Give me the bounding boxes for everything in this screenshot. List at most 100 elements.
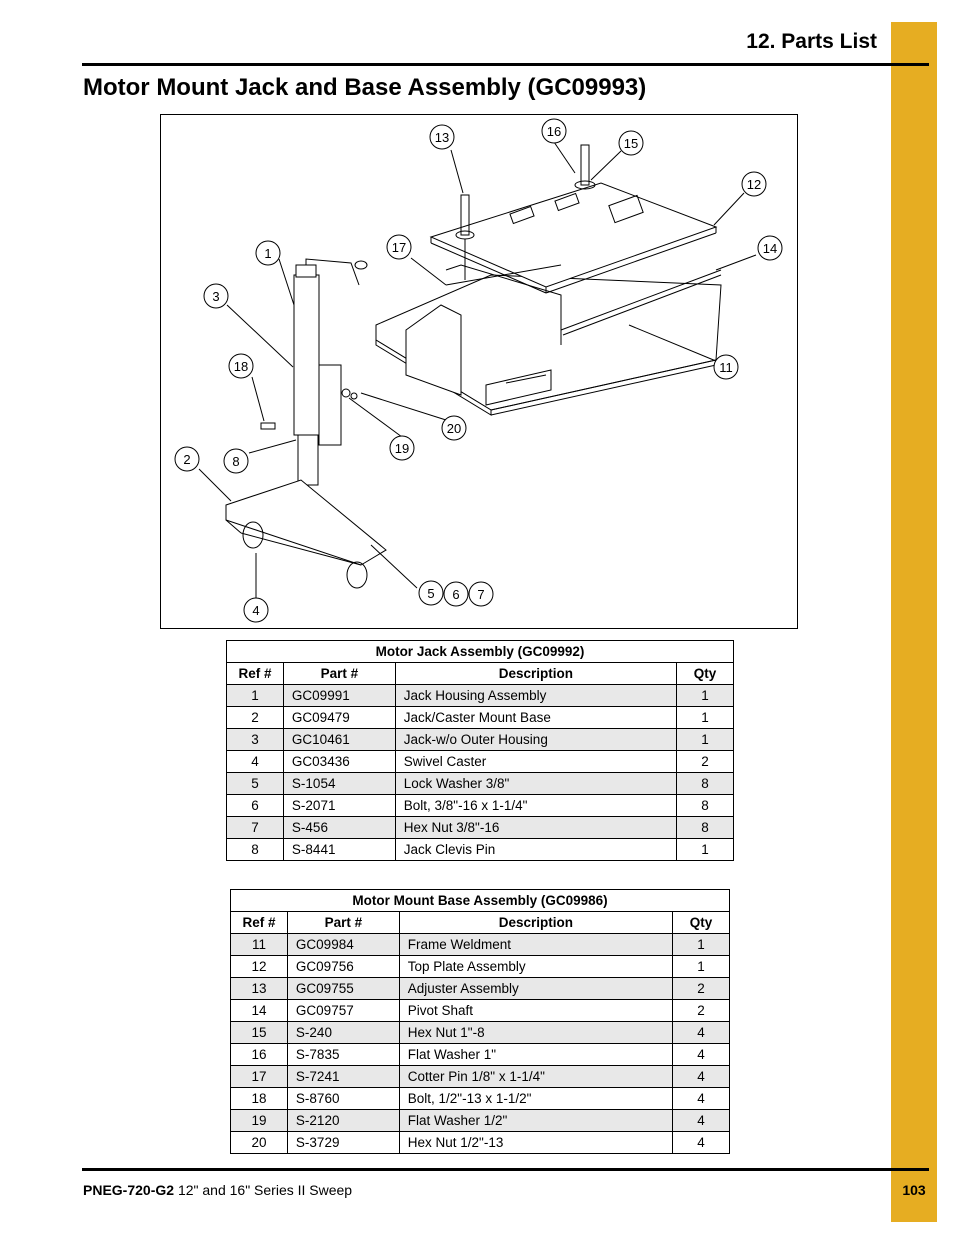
callout-label: 12 — [747, 177, 761, 192]
description-cell: Hex Nut 1"-8 — [398, 1021, 674, 1044]
part-number-cell: S-3729 — [286, 1131, 400, 1154]
column-header: Ref # — [230, 911, 288, 934]
motor-jack-parts-table: Motor Jack Assembly (GC09992) Ref # Part… — [226, 640, 734, 861]
callout-label: 16 — [547, 124, 561, 139]
description-cell: Flat Washer 1/2" — [398, 1109, 674, 1132]
ref-cell: 18 — [230, 1087, 288, 1110]
callout-label: 8 — [232, 454, 239, 469]
ref-cell: 3 — [226, 728, 284, 751]
section-color-bar — [891, 22, 937, 1222]
header-rule — [82, 63, 929, 66]
description-cell: Hex Nut 3/8"-16 — [394, 816, 678, 839]
column-header: Part # — [282, 662, 396, 685]
column-header: Ref # — [226, 662, 284, 685]
footer-text: PNEG-720-G2 12" and 16" Series II Sweep — [83, 1182, 352, 1198]
description-cell: Flat Washer 1" — [398, 1043, 674, 1066]
callout-label: 5 — [427, 586, 434, 601]
part-number-cell: GC09984 — [286, 933, 400, 956]
qty-cell: 4 — [672, 1065, 730, 1088]
description-cell: Jack-w/o Outer Housing — [394, 728, 678, 751]
part-number-cell: GC09991 — [282, 684, 396, 707]
callout-label: 6 — [452, 587, 459, 602]
qty-cell: 4 — [672, 1043, 730, 1066]
qty-cell: 2 — [672, 977, 730, 1000]
callout-label: 2 — [183, 452, 190, 467]
column-header: Qty — [676, 662, 734, 685]
ref-cell: 6 — [226, 794, 284, 817]
qty-cell: 1 — [672, 955, 730, 978]
qty-cell: 4 — [672, 1109, 730, 1132]
part-number-cell: S-456 — [282, 816, 396, 839]
callout-label: 3 — [212, 289, 219, 304]
part-number-cell: GC09757 — [286, 999, 400, 1022]
callout-label: 11 — [719, 360, 733, 375]
table-caption: Motor Jack Assembly (GC09992) — [226, 640, 734, 663]
qty-cell: 1 — [676, 838, 734, 861]
ref-cell: 2 — [226, 706, 284, 729]
ref-cell: 8 — [226, 838, 284, 861]
callout-label: 20 — [447, 421, 461, 436]
description-cell: Pivot Shaft — [398, 999, 674, 1022]
page-number: 103 — [902, 1182, 926, 1198]
callout-label: 15 — [624, 136, 638, 151]
column-header: Description — [398, 911, 674, 934]
document-title: 12" and 16" Series II Sweep — [177, 1182, 353, 1198]
ref-cell: 5 — [226, 772, 284, 795]
qty-cell: 1 — [676, 684, 734, 707]
description-cell: Lock Washer 3/8" — [394, 772, 678, 795]
ref-cell: 1 — [226, 684, 284, 707]
callout-label: 17 — [392, 240, 406, 255]
description-cell: Adjuster Assembly — [398, 977, 674, 1000]
part-number-cell: GC03436 — [282, 750, 396, 773]
part-number-cell: S-8760 — [286, 1087, 400, 1110]
ref-cell: 4 — [226, 750, 284, 773]
part-number-cell: S-2120 — [286, 1109, 400, 1132]
qty-cell: 1 — [676, 706, 734, 729]
qty-cell: 8 — [676, 794, 734, 817]
part-number-cell: GC09756 — [286, 955, 400, 978]
part-number-cell: S-240 — [286, 1021, 400, 1044]
column-header: Part # — [286, 911, 400, 934]
ref-cell: 17 — [230, 1065, 288, 1088]
callout-label: 18 — [234, 359, 248, 374]
part-number-cell: S-2071 — [282, 794, 396, 817]
section-heading: 12. Parts List — [746, 30, 877, 53]
column-header: Description — [394, 662, 678, 685]
callout-bubbles — [174, 118, 783, 623]
description-cell: Jack/Caster Mount Base — [394, 706, 678, 729]
assembly-drawing: 13 16 15 12 1 17 14 3 18 11 20 19 2 8 5 … — [174, 118, 783, 623]
ref-cell: 16 — [230, 1043, 288, 1066]
part-number-cell: S-1054 — [282, 772, 396, 795]
description-cell: Top Plate Assembly — [398, 955, 674, 978]
ref-cell: 14 — [230, 999, 288, 1022]
page-title: Motor Mount Jack and Base Assembly (GC09… — [83, 74, 647, 101]
callout-label: 19 — [395, 441, 409, 456]
qty-cell: 4 — [672, 1131, 730, 1154]
qty-cell: 4 — [672, 1021, 730, 1044]
qty-cell: 1 — [672, 933, 730, 956]
part-number-cell: S-7835 — [286, 1043, 400, 1066]
description-cell: Hex Nut 1/2"-13 — [398, 1131, 674, 1154]
description-cell: Jack Clevis Pin — [394, 838, 678, 861]
ref-cell: 12 — [230, 955, 288, 978]
column-header: Qty — [672, 911, 730, 934]
description-cell: Bolt, 1/2"-13 x 1-1/2" — [398, 1087, 674, 1110]
qty-cell: 8 — [676, 772, 734, 795]
footer-rule — [82, 1168, 929, 1171]
ref-cell: 15 — [230, 1021, 288, 1044]
ref-cell: 11 — [230, 933, 288, 956]
